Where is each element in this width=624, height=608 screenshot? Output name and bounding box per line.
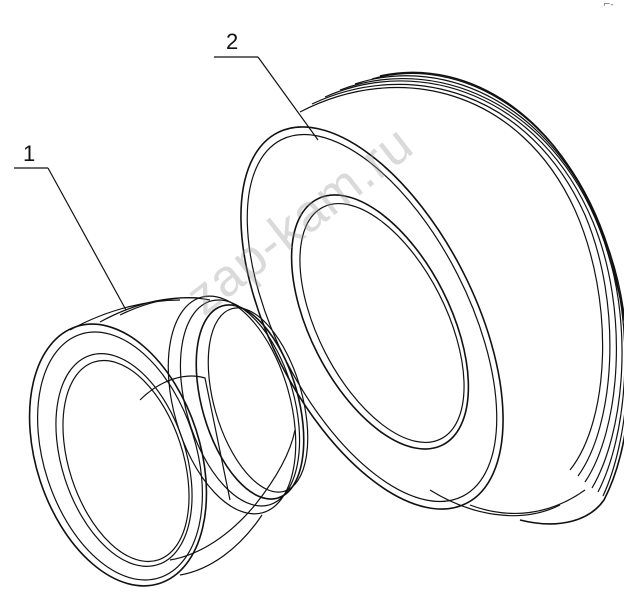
rim-rear-flange [207,307,309,493]
rim-rear-flange [167,295,297,515]
rim-bore-inner [62,359,190,563]
rim-lower-edge [169,429,296,561]
rim-inner-barrel [139,375,231,501]
tire-tread-groove [339,78,623,489]
tire-shoulder [379,71,624,525]
rim-barrel-line [99,296,201,323]
rim-rear-flange [179,299,301,507]
rim-bore [55,353,193,567]
callout-label-2: 2 [226,29,239,54]
rim-drawing [28,295,309,587]
tire-bottom-edge [429,489,561,517]
rim-rear-flange [195,304,305,500]
tire-tread-groove [371,72,624,497]
leader-lines [14,56,319,311]
tire-bore-inner [299,202,465,444]
corner-mark: ⌐- [603,0,614,10]
tire-bore-outer [290,194,470,450]
tire-tread-groove [324,80,617,483]
tire-sidewall-outer [240,126,504,510]
leader-line-2 [257,56,319,141]
rim-barrel-line [119,297,211,316]
tire-tread-groove [311,83,611,477]
callout-label-1: 1 [23,141,36,166]
tire-bottom-edge [469,489,586,514]
leader-line-1 [47,167,127,311]
rim-lower-edge [179,514,263,576]
rim-barrel-line [69,299,181,331]
tire-drawing [240,71,624,525]
tire-tread-groove [299,86,604,471]
